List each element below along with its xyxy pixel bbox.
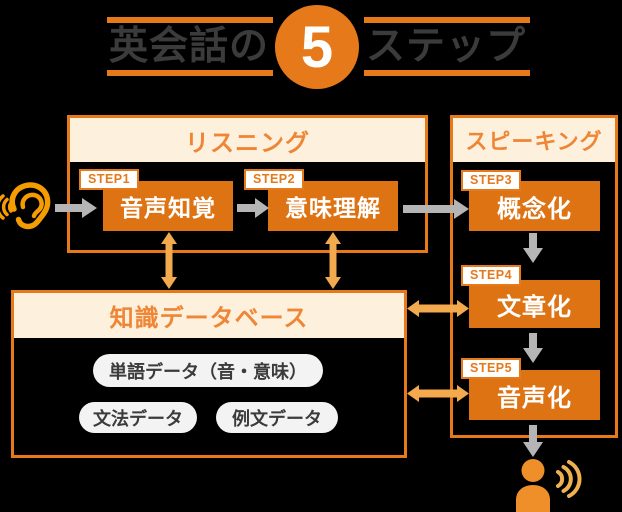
- step2-tag: STEP2: [244, 169, 305, 190]
- database-pill-word-data: 単語データ（音・意味）: [93, 354, 323, 387]
- step5-box-vocalization: 音声化: [469, 370, 600, 420]
- step4-tag: STEP4: [461, 265, 522, 286]
- listening-header: リスニング: [70, 118, 425, 162]
- arrow-step1-to-step2: [237, 198, 269, 218]
- title-text-right: ステップ: [365, 25, 526, 68]
- title-rule-bottom-left: [107, 70, 273, 76]
- database-pill-grammar-data: 文法データ: [79, 402, 197, 433]
- listening-panel: リスニング: [67, 115, 428, 253]
- knowledge-database-panel: 知識データベース: [11, 290, 407, 458]
- title-text-left: 英会話の: [108, 25, 269, 68]
- step3-box-conceptualization: 概念化: [469, 181, 600, 231]
- arrow-step2-to-step3: [403, 199, 469, 219]
- arrow-database-step4-bidirectional: [407, 300, 469, 317]
- step1-tag: STEP1: [79, 169, 140, 190]
- speaking-panel: スピーキング: [450, 115, 618, 438]
- arrow-step1-database-bidirectional: [161, 232, 177, 289]
- ear-listening-icon: [0, 182, 51, 230]
- arrow-step2-database-bidirectional: [325, 232, 341, 289]
- speaking-header: スピーキング: [453, 118, 615, 162]
- step4-box-sentence-formulation: 文章化: [469, 280, 600, 328]
- database-pill-example-data: 例文データ: [216, 402, 338, 433]
- arrow-step3-to-step4: [523, 233, 543, 263]
- step3-tag: STEP3: [461, 170, 522, 191]
- step5-tag: STEP5: [461, 358, 522, 379]
- title-rule-bottom-right: [364, 70, 530, 76]
- title-number-badge: 5: [275, 5, 359, 89]
- arrow-database-step5-bidirectional: [407, 385, 469, 402]
- title-rule-top-left: [107, 17, 273, 23]
- arrow-step4-to-step5: [523, 333, 543, 363]
- title-rule-top-right: [364, 17, 530, 23]
- arrow-ear-to-step1: [55, 198, 97, 218]
- arrow-step5-to-speaker: [523, 425, 543, 457]
- knowledge-database-header: 知識データベース: [14, 293, 404, 338]
- person-speaking-icon: [516, 459, 582, 512]
